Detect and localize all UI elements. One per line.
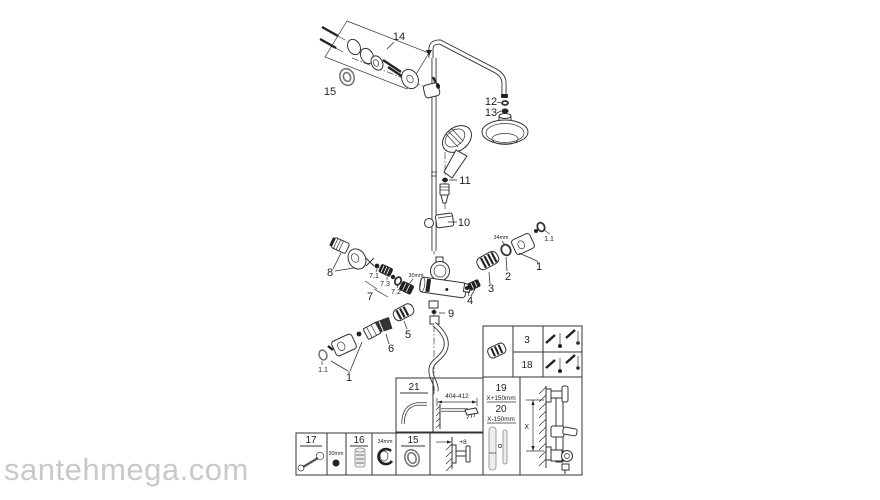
part-1-1-right-label: 1.1 (544, 236, 554, 243)
right-union-exploded: 4 3 2 34mm 1.1 1 (465, 221, 554, 307)
screw-thermometer-icons (545, 329, 580, 373)
part-11-label: 11 (459, 175, 470, 187)
box-19-label: 19 (495, 383, 507, 394)
bracket-screw-icon (319, 25, 346, 53)
check-valve-3 (476, 250, 500, 271)
tools-detail-box: 17 30mm 16 34mm 15 (295, 432, 484, 476)
ring-tool-icon (377, 447, 394, 466)
wrench-icon (297, 451, 325, 472)
part-6-label: 6 (388, 343, 394, 355)
part-7-2-label: 7.2 (391, 289, 401, 296)
rail-length-detail-box: 19 X+150mm 20 X-150mm (482, 376, 521, 476)
part-1-1-left-label: 1.1 (318, 367, 328, 374)
escutcheon-ring-15 (339, 67, 355, 87)
arm-dimension-label: 404-412 (445, 393, 469, 400)
thermostat-valve (419, 256, 472, 309)
hand-shower: 11 (439, 125, 472, 204)
part-1-right-label: 1 (536, 261, 542, 273)
hand-shower-fitting (439, 183, 450, 204)
oring-icon (404, 448, 420, 468)
part-7-label: 7 (367, 291, 373, 303)
dim-30mm-label: 30mm (409, 273, 424, 279)
cartridge-icon (354, 447, 366, 468)
wall-hatch (538, 386, 547, 467)
glide-holder-10: 10 (424, 212, 470, 229)
check-valve-icon (487, 342, 507, 359)
part-3-label: 3 (488, 283, 494, 295)
left-union-exploded: 8 30mm 7.1 7.3 7.2 7 (327, 237, 424, 303)
shower-arm-detail-box: 21 404-412 (395, 377, 484, 433)
part-10-label: 10 (458, 217, 470, 229)
part-12-label: 12 (485, 96, 497, 108)
tool-30mm-label: 30mm (329, 451, 344, 457)
part-14-label: 14 (393, 31, 405, 43)
dim-34mm-label: 34mm (494, 235, 509, 241)
part-13-label: 13 (485, 107, 497, 119)
part-8-label: 8 (327, 267, 333, 279)
check-valve-detail-box: 3 18 (482, 325, 583, 378)
nut-icon (332, 459, 340, 467)
box-row-3-label: 3 (524, 335, 530, 346)
shower-arm-and-head: 12 13 (428, 39, 529, 145)
wall-union-8 (329, 237, 367, 270)
box-20-label: 20 (495, 404, 507, 415)
nut-30mm (399, 281, 414, 295)
part-7-1-label: 7.1 (369, 273, 379, 280)
wall-union (422, 76, 441, 99)
part-2-label: 2 (505, 271, 511, 283)
dim-20-label: X-150mm (487, 416, 515, 423)
watermark: santehmega.com (4, 452, 249, 487)
offset-mounting-diagram: +8 (436, 437, 471, 472)
part-4-label: 4 (467, 295, 473, 307)
box-15-label: 15 (407, 435, 419, 446)
offset-label: +8 (459, 439, 467, 446)
shower-hose: 9 (428, 308, 454, 392)
part-7-3-label: 7.3 (380, 281, 390, 288)
box-row-18-label: 18 (521, 360, 533, 371)
bottom-left-exploded: 5 6 1.1 1 (318, 303, 415, 384)
rain-shower-head (481, 113, 529, 145)
box-21-label: 21 (408, 382, 420, 393)
dim-19-label: X+150mm (486, 395, 515, 402)
box-17-label: 17 (305, 435, 317, 446)
box-16-label: 16 (353, 435, 365, 446)
tool-34mm-label: 34mm (378, 439, 393, 445)
part-15-label: 15 (324, 86, 336, 98)
part-5-label: 5 (405, 329, 411, 341)
x-dimension-label: X (524, 424, 529, 431)
part-1-left-label: 1 (346, 372, 352, 384)
rail-mounting-detail-box: X (519, 376, 583, 476)
part-9-label: 9 (448, 308, 454, 320)
shower-column (422, 50, 441, 251)
wall-bracket-exploded: 14 15 (319, 20, 430, 98)
